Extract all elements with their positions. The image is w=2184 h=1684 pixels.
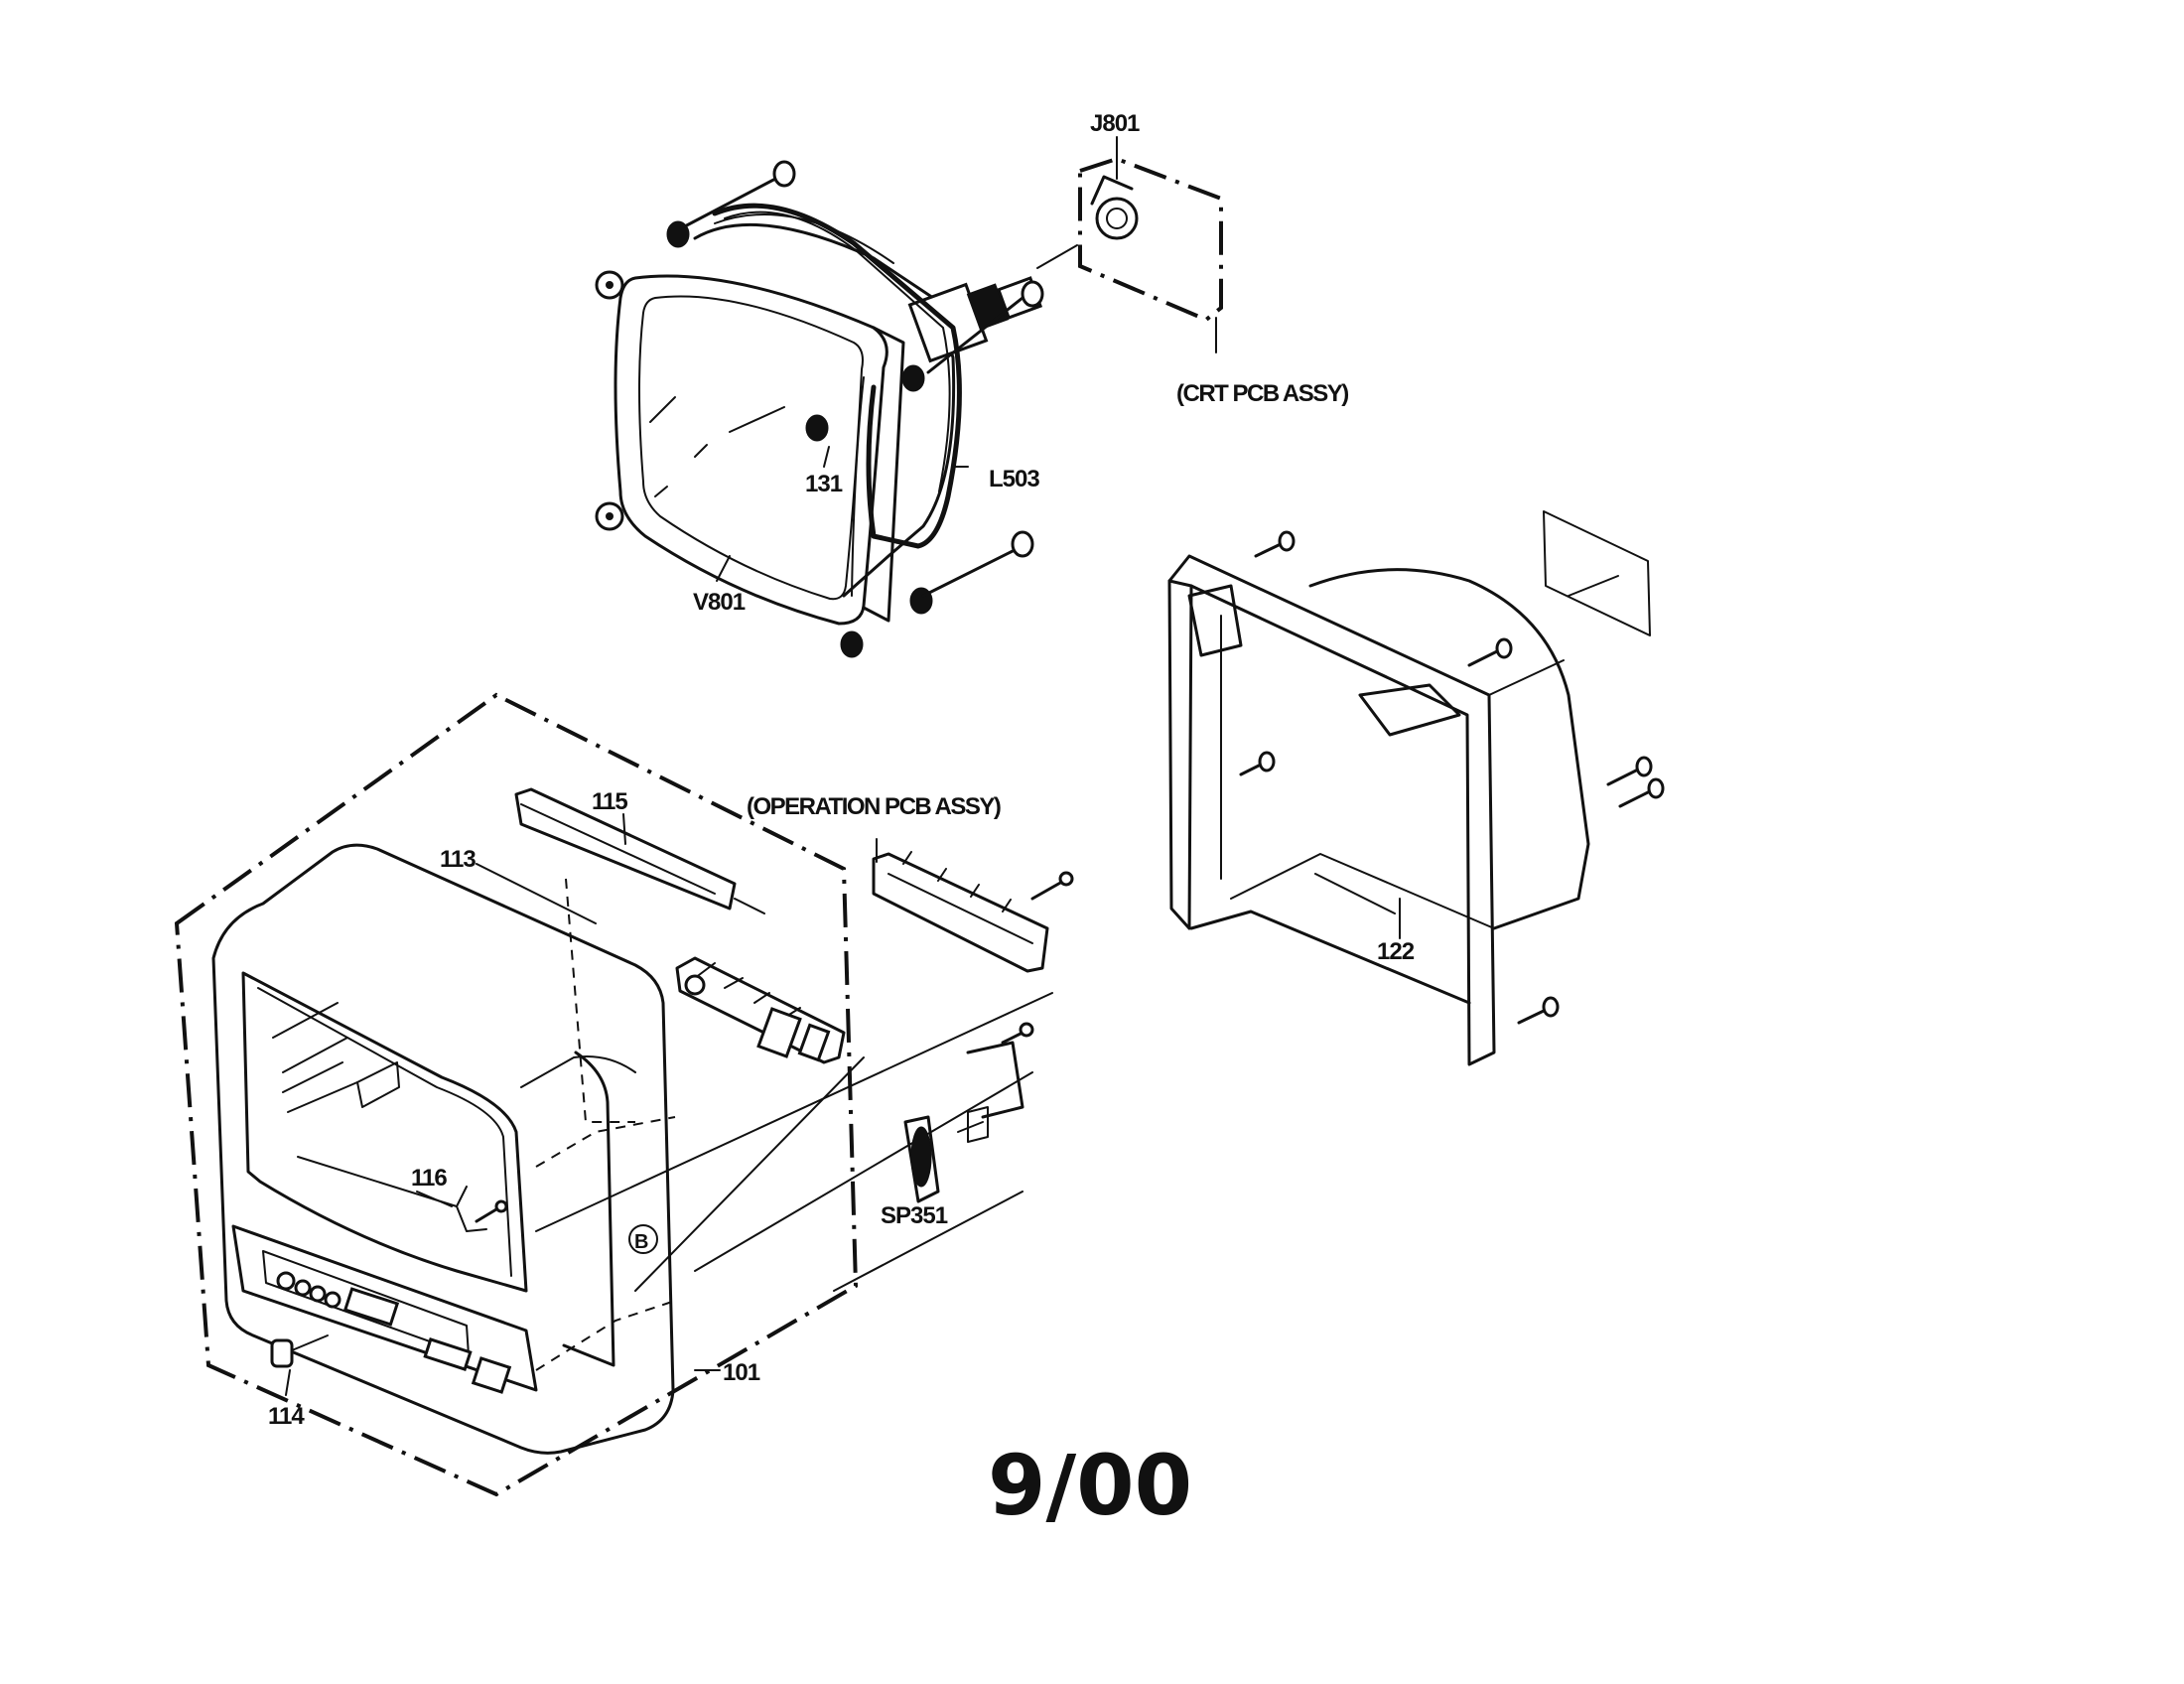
label-sp351: SP351: [881, 1202, 948, 1229]
screw-116: [456, 1199, 508, 1232]
speaker-sp351: [903, 1022, 1034, 1203]
operation-pcb-board: [675, 956, 846, 1064]
label-marker-b: B: [634, 1231, 648, 1253]
label-116: 116: [411, 1165, 447, 1192]
label-101: 101: [723, 1359, 760, 1386]
label-v801: V801: [693, 589, 746, 616]
crt-picture-tube: [595, 160, 1044, 658]
label-115: 115: [592, 788, 627, 815]
front-cabinet-group: [174, 692, 1053, 1497]
date-code: 9/00: [988, 1437, 1192, 1534]
operation-pcb-strip: [872, 838, 1074, 973]
leader-lines: [285, 136, 1401, 1396]
label-113: 113: [440, 846, 476, 873]
crt-pcb-assembly: [1036, 156, 1223, 353]
label-j801: J801: [1090, 110, 1140, 137]
label-l503: L503: [989, 466, 1039, 492]
label-122: 122: [1377, 938, 1415, 965]
label-131: 131: [805, 471, 843, 497]
back-cabinet: [1167, 510, 1665, 1066]
label-114: 114: [268, 1403, 305, 1430]
label-crt-pcb-assy: (CRT PCB ASSY): [1176, 380, 1348, 407]
label-operation-pcb-assy: (OPERATION PCB ASSY): [747, 793, 1001, 820]
bracket-115: [514, 787, 765, 914]
